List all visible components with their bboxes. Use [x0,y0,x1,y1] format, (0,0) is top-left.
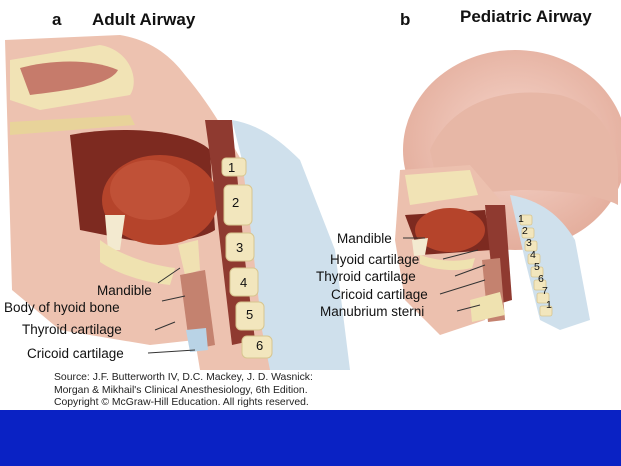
adult-vertebra-number: 6 [256,339,263,352]
source-citation: Source: J.F. Butterworth IV, D.C. Mackey… [54,372,313,410]
adult-vertebra-number: 5 [246,308,253,321]
source-line: Morgan & Mikhail's Clinical Anesthesiolo… [54,385,313,398]
ped-vertebra-number: 5 [534,262,540,273]
source-line: Source: J.F. Butterworth IV, D.C. Mackey… [54,372,313,385]
label-adult-thyroid: Thyroid cartilage [22,323,122,337]
label-adult-cricoid: Cricoid cartilage [27,347,124,361]
adult-vertebra-number: 4 [240,276,247,289]
adult-vertebra-number: 1 [228,161,235,174]
label-ped-thyroid: Thyroid cartilage [316,270,416,284]
panel-b-title: Pediatric Airway [460,8,592,25]
adult-vertebra-number: 2 [232,196,239,209]
label-adult-mandible: Mandible [97,284,152,298]
label-ped-manubrium: Manubrium sterni [320,305,424,319]
ped-vertebra-number: 3 [526,238,532,249]
adult-head [5,35,350,370]
source-line: Copyright © McGraw-Hill Education. All r… [54,397,313,410]
panel-a-letter: a [52,11,61,28]
ped-vertebra-number: 1 [546,300,552,311]
ped-vertebra-number: 1 [518,214,524,225]
adult-vertebra-number: 3 [236,241,243,254]
ped-vertebra-number: 4 [530,250,536,261]
pediatric-head [395,50,621,335]
label-ped-cricoid: Cricoid cartilage [331,288,428,302]
bottom-bar [0,410,621,466]
panel-b-letter: b [400,11,410,28]
panel-a-title: Adult Airway [92,11,195,28]
ped-vertebra-number: 2 [522,226,528,237]
ped-vertebra-number: 6 [538,274,544,285]
ped-vertebra-number: 7 [542,286,548,297]
label-ped-mandible: Mandible [337,232,392,246]
label-adult-hyoid: Body of hyoid bone [4,301,120,315]
label-ped-hyoid: Hyoid cartilage [330,253,419,267]
